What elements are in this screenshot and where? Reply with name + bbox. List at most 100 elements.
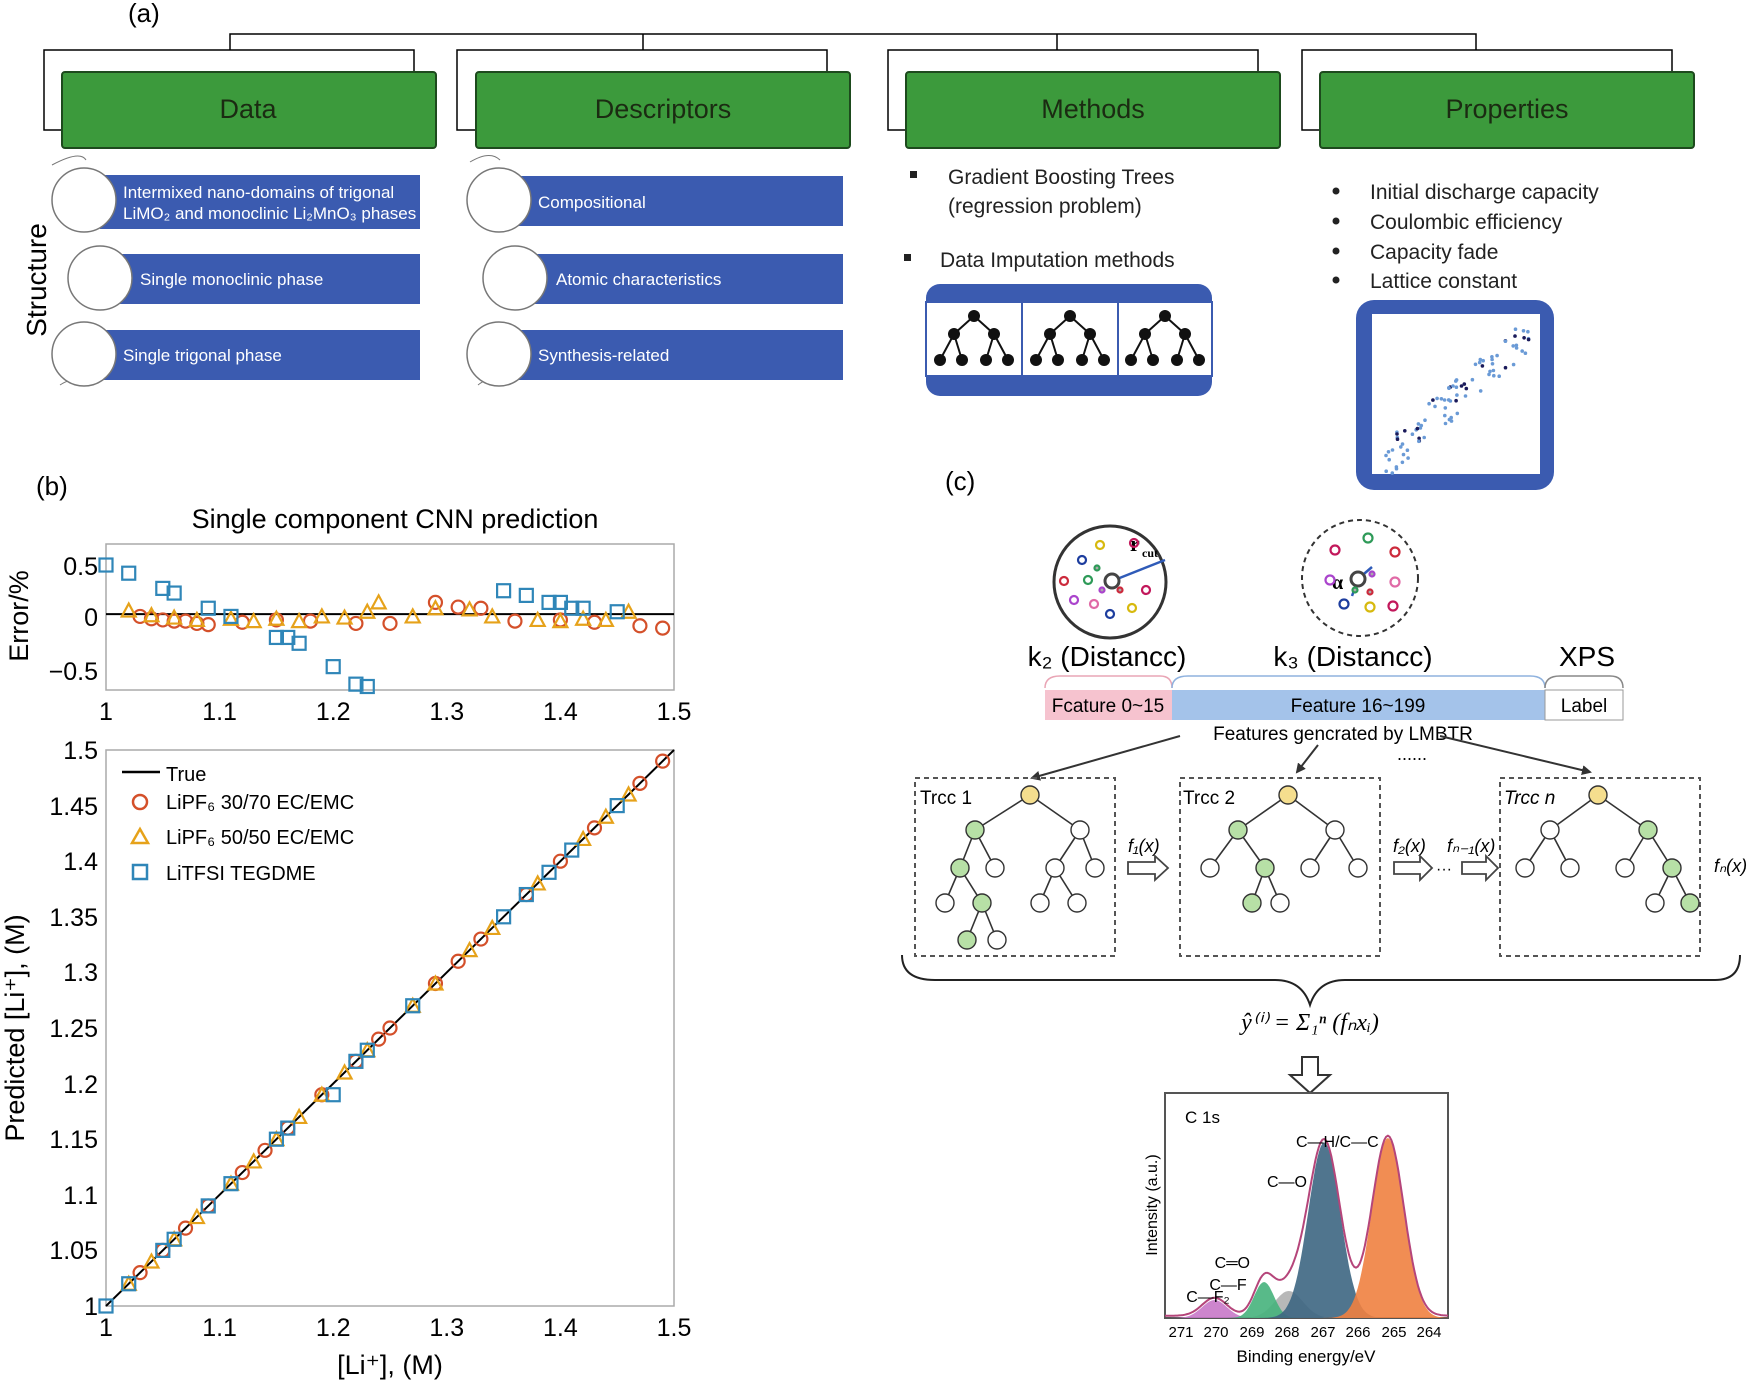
summation-brace [901,954,1741,1009]
xps-xlabel: Binding energy/eV [1237,1347,1377,1366]
thumbnail-dot-9 [1410,432,1415,437]
method-1-line2: (regression problem) [948,195,1142,218]
k3-atom-8 [1351,586,1359,594]
thumbnail-dot-51 [1427,401,1431,406]
thumbnail-dot-58 [1497,374,1501,379]
xps-xticks: 271 270 269 268 267 266 265 264 [1168,1324,1441,1341]
thumbnail-dot-52 [1446,398,1451,402]
header-properties: Properties [1301,49,1695,149]
parity-point-square-0 [98,1298,114,1314]
mini-tree-0-node-4 [956,354,968,366]
error-point-square-8 [291,635,307,651]
legend-series-1: LiPF₆ 30/70 EC/EMC [166,792,354,814]
k3-atom-6 [1364,601,1376,613]
thumbnail-dot-55 [1455,411,1460,416]
seg3-brace [1544,675,1624,689]
rcut-symbol: r [1130,531,1140,556]
thumbnail-dot-88 [1423,418,1427,423]
parity-point-square-14 [541,864,557,880]
error-point-triangle-8 [312,607,331,624]
thumbnail-dot-47 [1490,357,1494,362]
error-ytick-05: 0.5 [63,553,98,581]
error-xtick-14: 1.4 [543,698,578,726]
k2-atom-10 [1093,564,1101,572]
tree-2-node-7 [1242,893,1262,913]
thumbnail-dot-29 [1490,355,1494,359]
thumbnail-dot-44 [1473,362,1478,367]
thumbnail-dot-65 [1526,337,1531,342]
tree-1-node-1 [965,820,985,840]
error-points [98,557,671,695]
property-1: Initial discharge capacity [1370,181,1599,204]
parity-point-circle-2 [177,1220,194,1236]
legend-true: True [166,764,206,786]
thumbnail-dot-45 [1399,445,1403,449]
tree-2-node-8 [1270,893,1290,913]
error-xtick-11: 1.1 [202,698,237,726]
thumbnail-dot-8 [1400,442,1405,446]
tree-1-node-4 [985,858,1005,878]
parity-point-square-13 [518,886,534,903]
thumbnail-dot-84 [1511,362,1516,367]
k2-atoms [1058,537,1152,620]
xps-envelope [1165,1134,1449,1317]
feature-segment-3-label: Label [1561,696,1608,717]
ytick-140: 1.4 [63,848,98,876]
thumbnail-dot-64 [1390,448,1395,452]
mini-tree-1-node-5 [1076,354,1088,366]
error-chart-title: Single component CNN prediction [192,504,599,534]
parity-point-triangle-13 [460,940,479,958]
header-data-label: Data [219,94,277,124]
tree-n-node-8 [1680,893,1700,913]
error-point-triangle-1 [142,605,161,623]
parity-point-square-15 [564,842,580,858]
parity-xticks: 1 1.1 1.2 1.3 1.4 1.5 [99,1314,691,1342]
parity-point-square-11 [405,998,421,1014]
header-data: Data [43,49,437,149]
ytick-145: 1.45 [49,793,98,821]
thumbnail-dot-77 [1490,362,1495,366]
legend-series-2: LiPF₆ 50/50 EC/EMC [166,827,354,849]
xps-xtick-270: 270 [1203,1324,1228,1341]
arrow-tree-n [1439,735,1592,775]
error-point-square-6 [268,629,284,646]
error-ytick-m05: −0.5 [49,658,98,686]
mini-tree-0-node-2 [988,328,1000,340]
tree-1-node-6 [1085,858,1105,878]
error-point-triangle-4 [222,609,240,626]
error-point-circle-6 [200,616,216,633]
ellipsis: ··· [1436,861,1452,878]
mini-tree-2-node-3 [1125,354,1137,366]
parity-ylabel: Predicted [Li⁺], (M) [0,914,30,1141]
legend-square-marker [131,863,149,881]
thumbnail-dot-48 [1487,372,1491,377]
parity-point-square-2 [155,1242,171,1259]
desc-item-1-circle [466,167,532,233]
peak-label-c-double-o: C═O [1215,1255,1250,1272]
mini-tree-2-node-2 [1179,328,1191,340]
error-point-triangle-2 [165,608,184,625]
tree-1-node-12 [987,930,1007,950]
error-chart: 0.5 0 −0.5 Error/% 1 1.1 1.2 1.3 1.4 1.5 [4,543,692,726]
mini-tree-0-node-3 [934,354,946,366]
parity-point-square-16 [609,797,625,814]
tree-1-box [914,777,1116,957]
thumbnail-dot-20 [1521,329,1526,333]
mini-tree-2-node-4 [1147,354,1159,366]
thumbnail-dot-89 [1406,456,1410,460]
error-point-circle-18 [632,618,648,634]
parity-point-triangle-12 [426,974,445,991]
data-item-1-line1: Intermixed nano-domains of trigonal [123,183,394,202]
k2-atom-12 [1098,586,1106,594]
parity-point-triangle-9 [335,1063,354,1080]
error-point-triangle-11 [369,593,388,610]
error-xtick-15: 1.5 [657,698,692,726]
parity-point-triangle-3 [188,1207,206,1225]
thumbnail-dot-87 [1488,369,1492,374]
k3-label: k₃ (Distancc) [1273,641,1432,672]
header-descriptors: Descriptors [456,49,851,149]
tree-2-node-5 [1300,858,1320,878]
thumbnail-dot-63 [1447,417,1452,422]
thumbnail-dot-57 [1443,406,1448,410]
